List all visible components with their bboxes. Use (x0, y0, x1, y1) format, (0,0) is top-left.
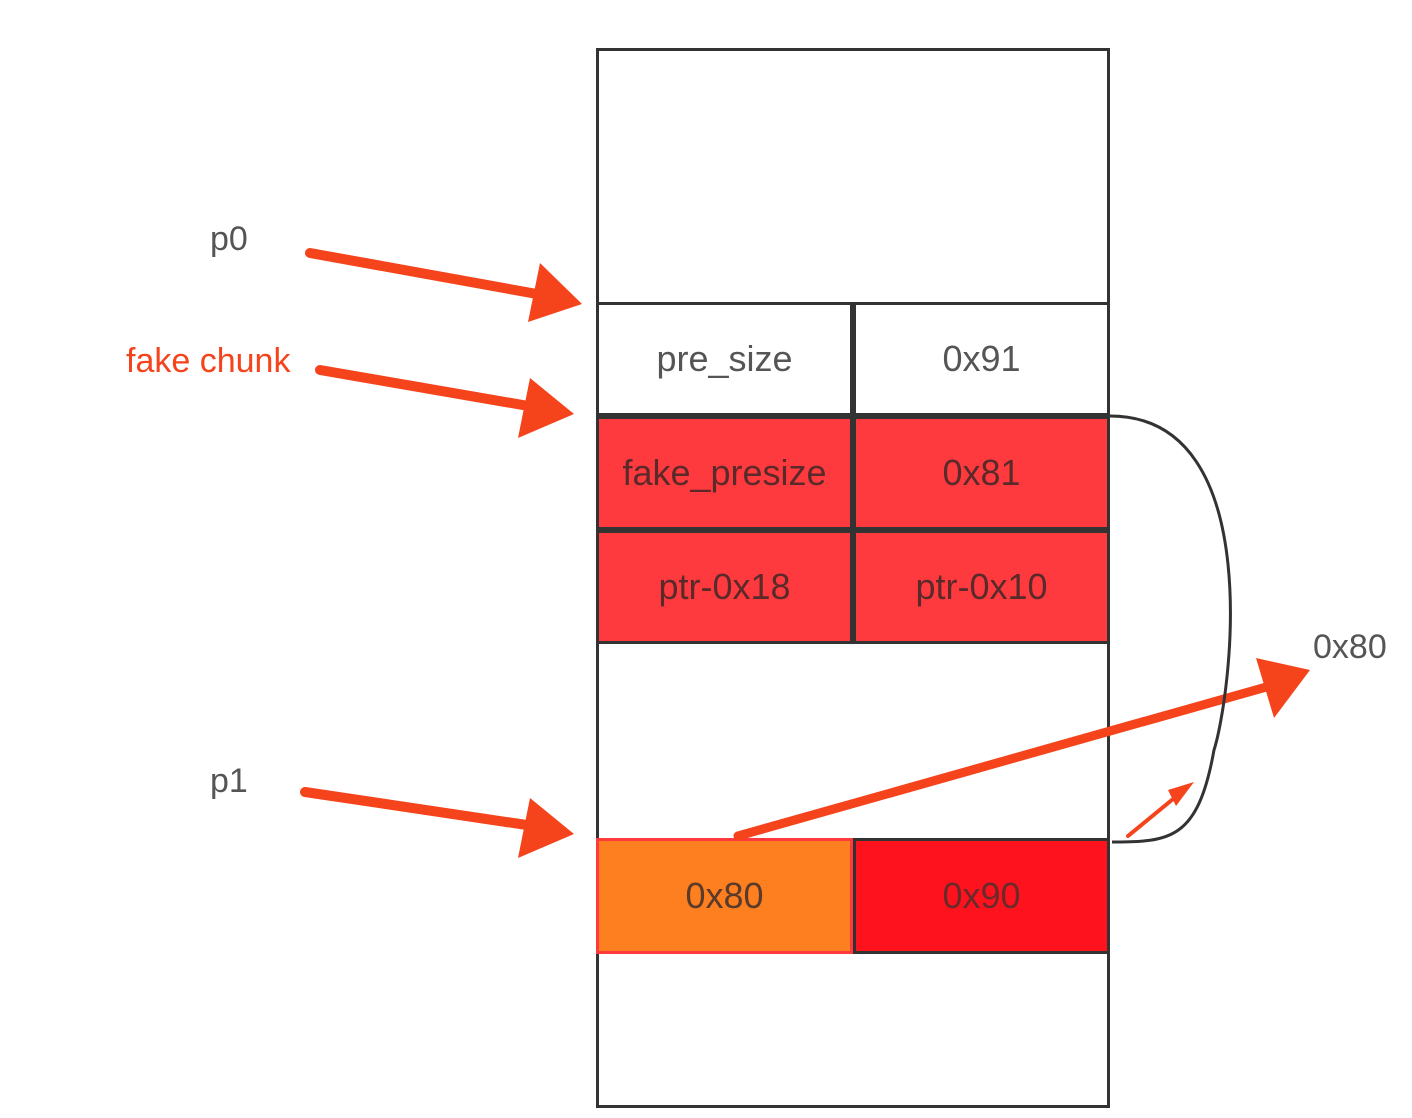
bk-ptr-cell: ptr-0x10 (853, 530, 1110, 644)
fake-size-0x81-cell: 0x81 (853, 416, 1110, 530)
p0-arrow (305, 248, 582, 322)
p1-size-0x90-cell: 0x90 (853, 838, 1110, 954)
fake-chunk-span-bracket (1109, 414, 1232, 844)
p1-chunk-header-row: 0x80 0x90 (596, 838, 1110, 954)
fake-chunk-arrow (315, 365, 574, 438)
p0-label: p0 (210, 220, 248, 258)
fake-presize-cell: fake_presize (596, 416, 853, 530)
size-0x91-cell: 0x91 (853, 302, 1110, 416)
p1-arrow (300, 787, 574, 858)
fake-chunk-size-label: 0x80 (1313, 628, 1387, 666)
fake-chunk-header-row: fake_presize 0x81 (596, 416, 1110, 530)
pre-size-cell: pre_size (596, 302, 853, 416)
fd-ptr-cell: ptr-0x18 (596, 530, 853, 644)
p0-chunk-header-row: pre_size 0x91 (596, 302, 1110, 416)
fake-chunk-pointer-row: ptr-0x18 ptr-0x10 (596, 530, 1110, 644)
p1-prev-size-cell: 0x80 (596, 838, 853, 954)
small-pointer-arrow (1126, 782, 1194, 838)
fake-chunk-label: fake chunk (126, 342, 291, 380)
p1-label: p1 (210, 762, 248, 800)
